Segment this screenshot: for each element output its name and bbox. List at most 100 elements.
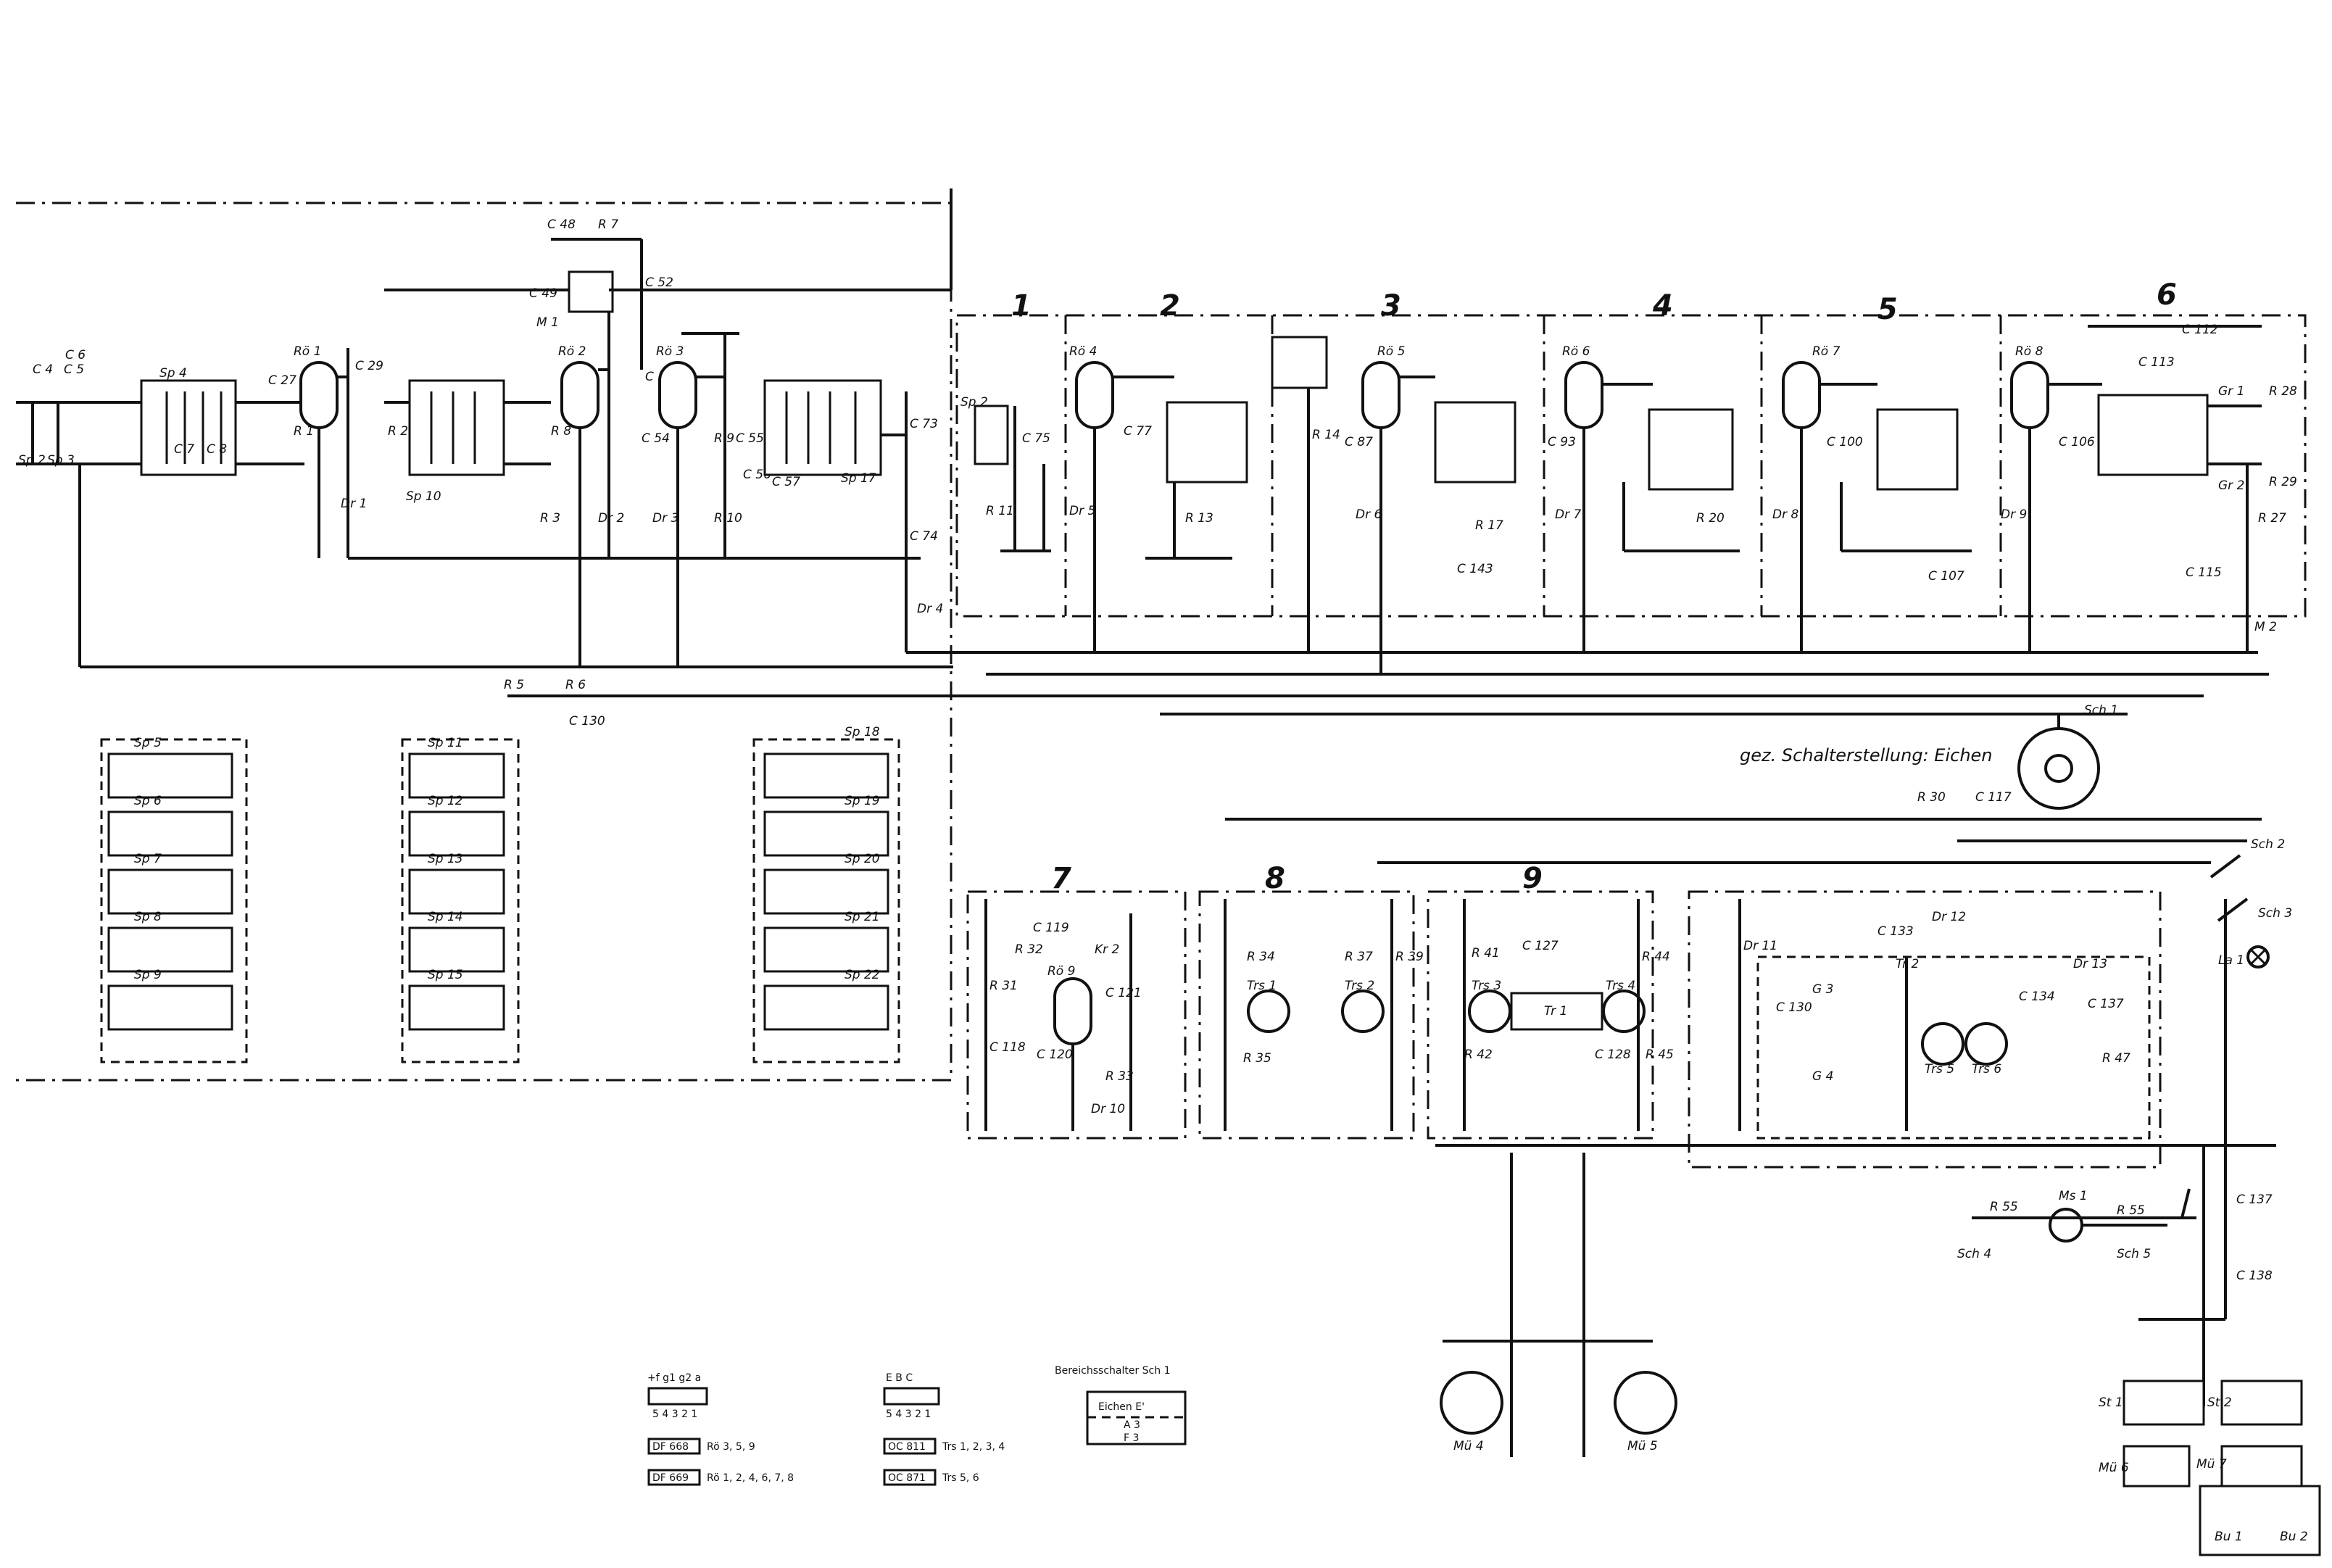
label-r13: R 13 (1185, 511, 1213, 526)
label-dr12: Dr 12 (1932, 910, 1966, 924)
stage-number-2: 2 (1160, 289, 1180, 323)
label-dr7: Dr 7 (1555, 507, 1581, 522)
label-r1: R 1 (294, 424, 314, 439)
label-r8: R 8 (551, 424, 571, 439)
lamp-la1 (2246, 945, 2270, 968)
switch-sch3[interactable] (2217, 897, 2249, 922)
connector-st1 (2123, 1380, 2205, 1426)
label-r5: R 5 (504, 678, 524, 692)
coil-bank-left (100, 738, 248, 1063)
label-g4: G 4 (1812, 1069, 1833, 1084)
connector-mu4 (1440, 1371, 1503, 1435)
label-mu7: Mü 7 (2196, 1457, 2227, 1472)
label-sp21: Sp 21 (845, 910, 880, 924)
switch-sch2[interactable] (2209, 854, 2241, 879)
label-c112: C 112 (2182, 323, 2218, 337)
legend-pinout-right-label: E B C (886, 1372, 913, 1384)
label-ro7: Rö 7 (1812, 344, 1841, 359)
label-r14: R 14 (1312, 428, 1340, 442)
label-c134: C 134 (2019, 990, 2055, 1004)
label-sch1: Sch 1 (2084, 703, 2118, 718)
stage-number-8: 8 (1265, 862, 1285, 895)
input-section (16, 379, 304, 476)
stage-3-circuit (1271, 336, 1516, 674)
sockets-bu (2199, 1485, 2321, 1556)
label-c133: C 133 (1877, 924, 1914, 939)
label-ro6: Rö 6 (1562, 344, 1590, 359)
supply-bus-lines (78, 188, 2276, 1406)
label-r29: R 29 (2269, 475, 2297, 489)
label-st2: St 2 (2207, 1395, 2232, 1410)
label-la1: La 1 (2218, 953, 2244, 968)
tube-ro1 (299, 348, 349, 558)
label-c137: C 137 (2088, 997, 2124, 1011)
label-c137b: C 137 (2236, 1192, 2273, 1207)
connector-mu7 (2220, 1445, 2303, 1488)
label-kr2: Kr 2 (1095, 942, 1119, 957)
legend-tr-oc871-use: Trs 5, 6 (942, 1472, 979, 1484)
label-bu1: Bu 1 (2215, 1530, 2243, 1544)
label-r17: R 17 (1475, 518, 1503, 533)
label-c100: C 100 (1827, 435, 1863, 449)
label-sp13: Sp 13 (428, 852, 463, 866)
label-r41: R 41 (1472, 946, 1500, 961)
label-c120: C 120 (1037, 1048, 1073, 1062)
label-sch3: Sch 3 (2258, 906, 2292, 921)
label-dr10: Dr 10 (1091, 1102, 1125, 1116)
label-sp4: Sp 4 (159, 366, 187, 381)
legend-tube-df668-use: Rö 3, 5, 9 (707, 1441, 755, 1453)
label-c5: C 5 (64, 362, 84, 377)
label-r35: R 35 (1243, 1051, 1271, 1066)
connector-mu6 (2123, 1445, 2191, 1488)
legend-tube-df668: DF 668 (652, 1441, 689, 1453)
label-r33: R 33 (1105, 1069, 1134, 1084)
stage-number-5: 5 (1877, 293, 1898, 326)
stage-5-circuit (1782, 361, 1972, 652)
label-c48: C 48 (547, 217, 576, 232)
stage-number-4: 4 (1652, 289, 1673, 323)
label-mu6: Mü 6 (2099, 1461, 2129, 1475)
stage-7-frame (966, 890, 1187, 1140)
coil-bank-middle (401, 738, 520, 1063)
label-c54: C 54 (642, 431, 670, 446)
label-mu4: Mü 4 (1453, 1439, 1484, 1453)
label-sp10: Sp 10 (406, 489, 441, 504)
label-r31: R 31 (989, 979, 1018, 993)
label-r11: R 11 (986, 504, 1014, 518)
label-sp11: Sp 11 (428, 736, 463, 750)
label-c143: C 143 (1457, 562, 1493, 576)
connector-mu5 (1614, 1371, 1677, 1435)
label-c75: C 75 (1022, 431, 1050, 446)
label-r37: R 37 (1345, 950, 1373, 964)
label-sp18: Sp 18 (845, 725, 880, 739)
stage-9-frame (1427, 890, 1654, 1140)
label-trs3: Trs 3 (1472, 979, 1501, 993)
label-ro2: Rö 2 (558, 344, 586, 359)
legend-transistor-pinout (883, 1387, 940, 1486)
label-dr3: Dr 3 (652, 511, 679, 526)
label-dr4: Dr 4 (917, 602, 943, 616)
label-r30: R 30 (1917, 790, 1946, 805)
label-sp8: Sp 8 (134, 910, 162, 924)
legend-tr-oc811-use: Trs 1, 2, 3, 4 (942, 1441, 1005, 1453)
legend-range-title: Bereichsschalter Sch 1 (1055, 1365, 1171, 1377)
range-switch-sch1[interactable] (2017, 714, 2100, 810)
legend-range-row1: Eichen E' (1098, 1401, 1145, 1413)
label-sch2: Sch 2 (2251, 837, 2285, 852)
label-r39: R 39 (1395, 950, 1424, 964)
label-r47: R 47 (2102, 1051, 2130, 1066)
label-trs5: Trs 5 (1925, 1062, 1954, 1077)
label-r7: R 7 (598, 217, 618, 232)
label-r55a: R 55 (1990, 1200, 2018, 1214)
legend-tube-pinout (647, 1387, 708, 1486)
label-st1: St 1 (2099, 1395, 2123, 1410)
label-m2: M 2 (2254, 620, 2277, 634)
label-c130b: C 130 (1776, 1000, 1812, 1015)
label-g3: G 3 (1812, 982, 1833, 997)
label-c74: C 74 (910, 529, 938, 544)
label-dr1: Dr 1 (341, 497, 367, 511)
label-sp6: Sp 6 (134, 794, 162, 808)
label-trs1: Trs 1 (1247, 979, 1277, 993)
label-trs4: Trs 4 (1606, 979, 1635, 993)
label-c107: C 107 (1928, 569, 1964, 584)
